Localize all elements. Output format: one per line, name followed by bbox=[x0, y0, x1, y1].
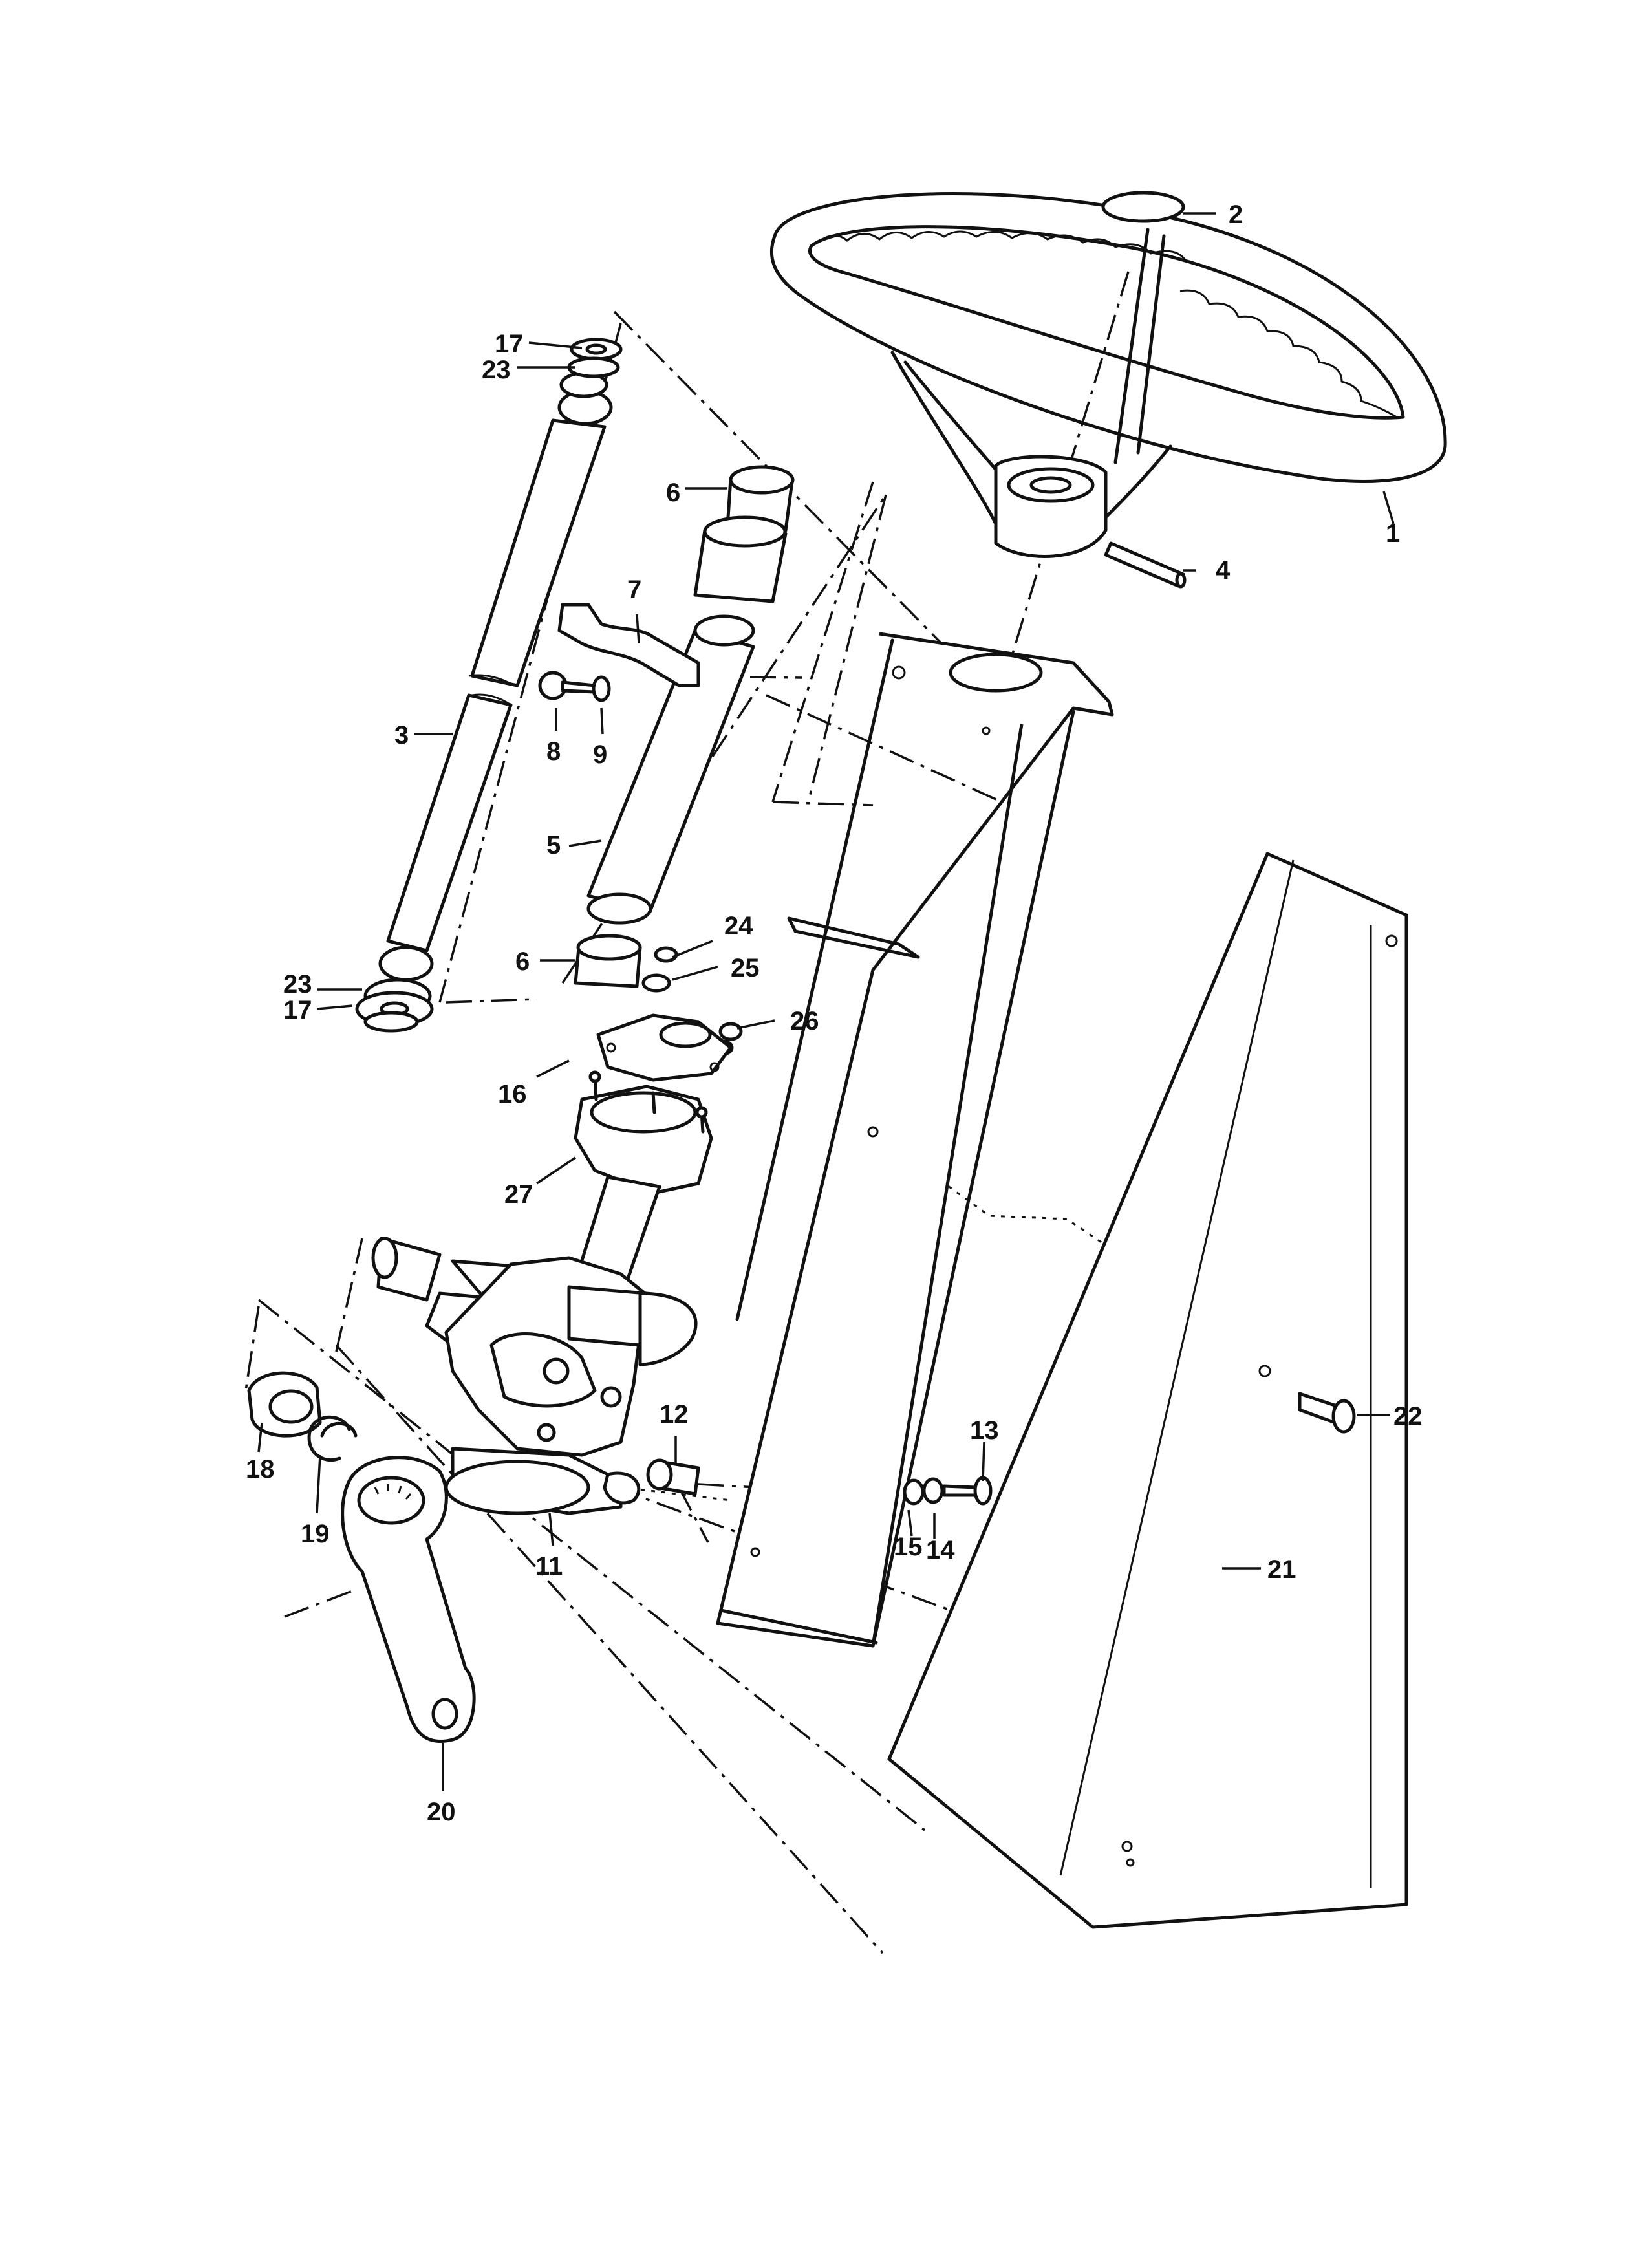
callout-labels: 1 2 3 4 5 6 6 7 8 9 11 12 13 14 15 16 17… bbox=[246, 200, 1423, 1826]
callout-1: 1 bbox=[1386, 519, 1400, 548]
callout-13: 13 bbox=[970, 1416, 999, 1445]
callout-3: 3 bbox=[394, 721, 409, 750]
drop-arm bbox=[341, 1456, 476, 1744]
callout-7: 7 bbox=[627, 576, 641, 604]
callout-11: 11 bbox=[535, 1552, 563, 1581]
column-support-bracket bbox=[716, 632, 1114, 1648]
callout-6-lower: 6 bbox=[515, 947, 530, 976]
oil-seal bbox=[247, 1371, 322, 1438]
callout-25: 25 bbox=[731, 954, 760, 982]
callout-12: 12 bbox=[660, 1400, 689, 1429]
callout-5: 5 bbox=[546, 831, 561, 859]
clamp-bolt bbox=[538, 671, 611, 702]
callout-23-upper: 23 bbox=[482, 356, 511, 384]
callout-4: 4 bbox=[1216, 556, 1231, 585]
horn-cap bbox=[1101, 191, 1185, 223]
callout-18: 18 bbox=[246, 1455, 275, 1484]
mounting-flange bbox=[574, 1070, 713, 1195]
column-tube bbox=[586, 614, 755, 925]
callout-21: 21 bbox=[1267, 1555, 1296, 1584]
intermediate-shaft bbox=[363, 371, 613, 1014]
callout-17-upper: 17 bbox=[495, 330, 524, 358]
callout-20: 20 bbox=[427, 1798, 456, 1826]
callout-24: 24 bbox=[724, 912, 753, 940]
callout-9: 9 bbox=[593, 740, 607, 769]
steering-box bbox=[371, 1175, 698, 1515]
callout-6-upper: 6 bbox=[666, 479, 680, 507]
retaining-pin bbox=[1104, 541, 1187, 589]
callout-17-lower: 17 bbox=[283, 996, 312, 1024]
panel-screw bbox=[1298, 1392, 1356, 1434]
small-fasteners bbox=[641, 946, 743, 1056]
lower-bush bbox=[574, 934, 642, 988]
upper-bush bbox=[693, 465, 795, 603]
callout-16: 16 bbox=[498, 1080, 527, 1108]
circlip bbox=[307, 1415, 358, 1462]
upper-joint-hardware bbox=[567, 338, 623, 378]
callout-22: 22 bbox=[1393, 1402, 1423, 1431]
callout-leaders bbox=[257, 212, 1395, 1791]
callout-27: 27 bbox=[504, 1180, 533, 1209]
lower-joint-hardware bbox=[355, 991, 434, 1033]
column-clamp bbox=[557, 603, 700, 687]
callout-14: 14 bbox=[926, 1536, 955, 1564]
callout-19: 19 bbox=[301, 1520, 330, 1548]
panel bbox=[887, 852, 1408, 1929]
callout-2: 2 bbox=[1229, 200, 1243, 229]
callout-23-lower: 23 bbox=[283, 970, 312, 999]
callout-26: 26 bbox=[790, 1007, 819, 1035]
box-bush bbox=[646, 1458, 700, 1496]
panel-bolt-set bbox=[903, 1476, 993, 1506]
callout-8: 8 bbox=[546, 737, 561, 766]
callout-15: 15 bbox=[894, 1533, 923, 1561]
flange-plate bbox=[596, 1013, 733, 1082]
steering-wheel bbox=[769, 192, 1447, 558]
